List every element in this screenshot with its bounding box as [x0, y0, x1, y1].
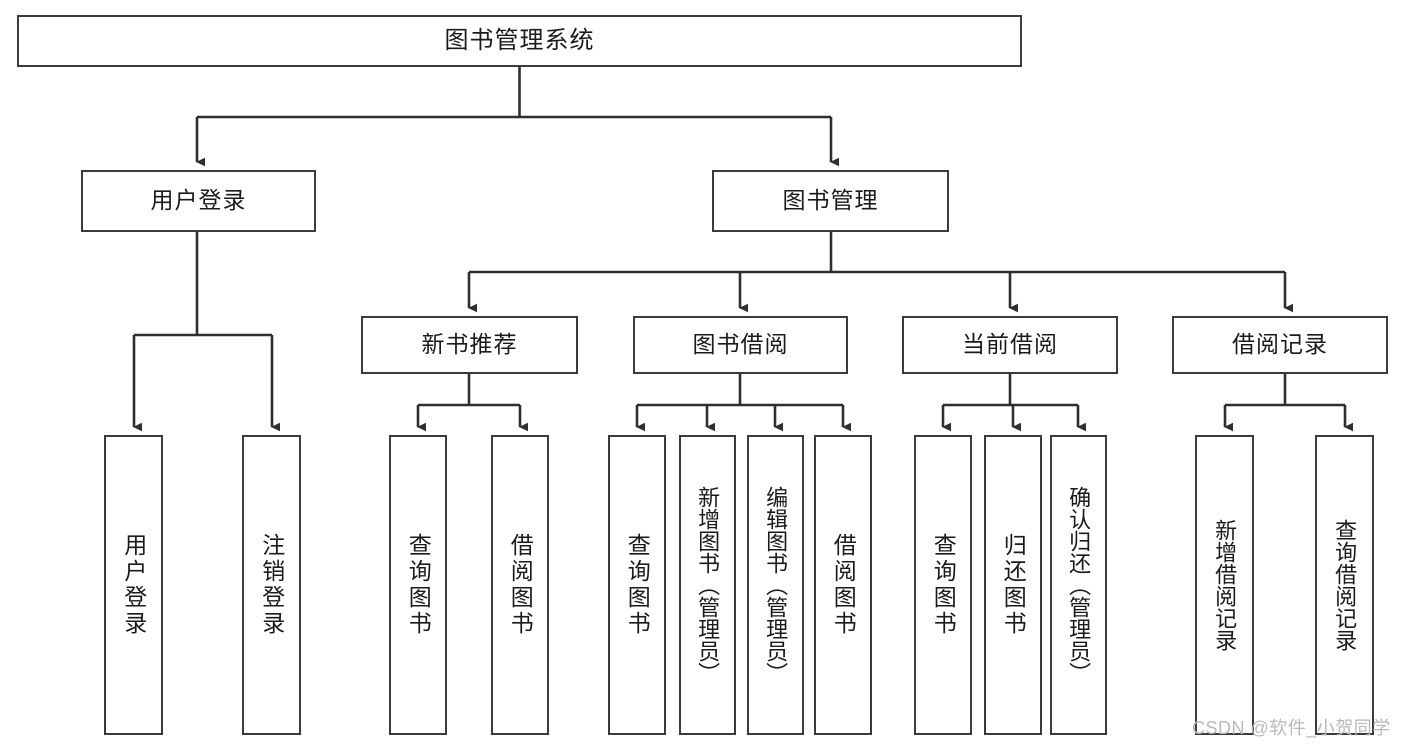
leaf-borrow-book-recommend[interactable]: 借阅图书: [491, 435, 549, 735]
node-book-borrow[interactable]: 图书借阅: [633, 316, 848, 374]
leaf-query-borrow-record[interactable]: 查询借阅记录: [1315, 435, 1374, 735]
node-book-management[interactable]: 图书管理: [712, 170, 949, 232]
leaf-edit-book-admin[interactable]: 编辑图书（管理员）: [747, 435, 804, 735]
node-borrow-record[interactable]: 借阅记录: [1172, 316, 1388, 374]
leaf-query-book-current[interactable]: 查询图书: [914, 435, 972, 735]
node-new-book-recommend[interactable]: 新书推荐: [361, 316, 578, 374]
node-user-login[interactable]: 用户登录: [81, 170, 316, 232]
node-root-book-management-system[interactable]: 图书管理系统: [17, 15, 1022, 67]
leaf-add-borrow-record[interactable]: 新增借阅记录: [1195, 435, 1254, 735]
leaf-return-book[interactable]: 归还图书: [984, 435, 1042, 735]
leaf-confirm-return-admin[interactable]: 确认归还（管理员）: [1050, 435, 1107, 735]
leaf-query-book-recommend[interactable]: 查询图书: [389, 435, 447, 735]
leaf-query-book-borrow[interactable]: 查询图书: [608, 435, 666, 735]
leaf-add-book-admin[interactable]: 新增图书（管理员）: [679, 435, 736, 735]
leaf-user-login[interactable]: 用户登录: [104, 435, 163, 735]
node-current-borrow[interactable]: 当前借阅: [902, 316, 1118, 374]
leaf-borrow-book-borrow[interactable]: 借阅图书: [814, 435, 872, 735]
csdn-watermark: CSDN @软件_小贺同学: [1192, 718, 1391, 738]
leaf-user-logout[interactable]: 注销登录: [242, 435, 301, 735]
